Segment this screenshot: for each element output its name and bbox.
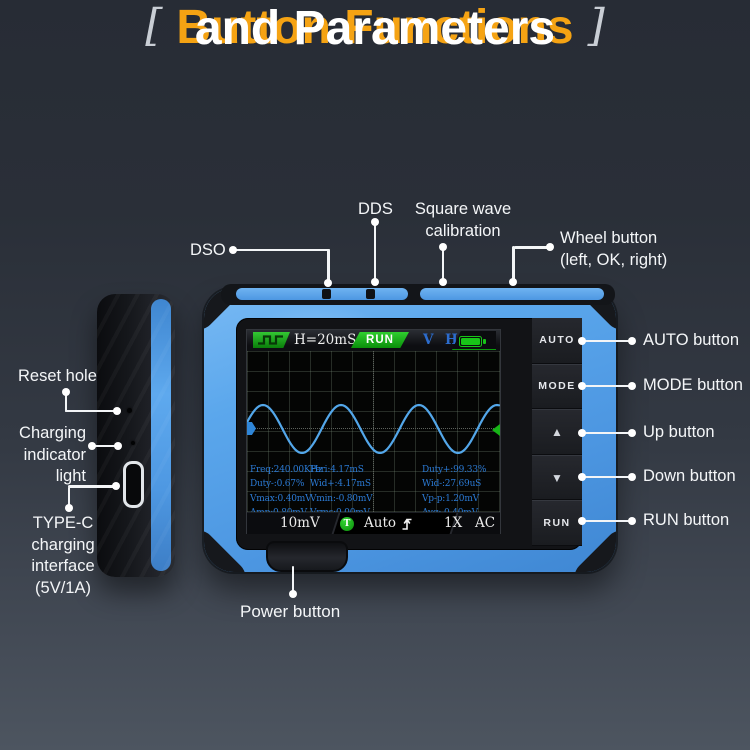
callout-dot [628, 382, 636, 390]
cursor-v-indicator: V [423, 332, 434, 348]
oscilloscope-screen: H=20mS RUN V H Freq:240.00KHz Duty-:0.67… [247, 330, 500, 534]
callout-line [233, 248, 330, 251]
callout-line [291, 566, 294, 594]
callout-dot [114, 442, 122, 450]
device-side-blue-edge [151, 299, 171, 571]
grid-center-vertical [373, 351, 374, 512]
callout-dot [371, 218, 379, 226]
title-bracket-right: ] [587, 0, 605, 51]
callout-dot [628, 517, 636, 525]
callout-dot [324, 279, 332, 287]
callout-line [584, 475, 631, 478]
top-slot-cal-wheel [420, 288, 604, 300]
callout-dot [112, 482, 120, 490]
page-subtitle: and Parameters [194, 2, 556, 55]
charging-indicator-led [131, 441, 135, 445]
callout-line [584, 384, 631, 387]
battery-icon [452, 331, 496, 350]
grid-center-horizontal [247, 428, 500, 429]
callout-power-button: Power button [240, 602, 341, 621]
dso-port [322, 289, 331, 299]
run-status-badge: RUN [351, 332, 409, 348]
callout-line [584, 519, 631, 522]
measurements-column-1: Freq:240.00KHz Duty-:0.67% Vmax:0.40mV A… [250, 465, 323, 512]
callout-dot [509, 278, 517, 286]
cursor-h-indicator: H [445, 332, 458, 348]
reset-hole [127, 408, 132, 413]
measurements-column-2: Peri:4.17mS Wid+:4.17mS Vmin:-0.80mV Vrm… [310, 465, 373, 512]
device-button-column: AUTO MODE ▲ ▼ RUN [532, 318, 582, 546]
callout-dot [289, 590, 297, 598]
callout-line [64, 409, 118, 412]
callout-line [67, 487, 70, 507]
callout-dot [88, 442, 96, 450]
coupling-readout: AC [475, 515, 496, 531]
callout-down-button: Down button [643, 467, 736, 485]
callout-auto-button: AUTO button [643, 331, 739, 349]
callout-dot [439, 278, 447, 286]
callout-type-c: TYPE-C charging interface (5V/1A) [31, 514, 95, 597]
device-run-button: RUN [532, 500, 582, 546]
device-side-texture [97, 294, 175, 577]
callout-dds: DDS [358, 200, 393, 218]
callout-line [512, 246, 515, 284]
waveform-grid: Freq:240.00KHz Duty-:0.67% Vmax:0.40mV A… [247, 351, 500, 512]
callout-mode-button: MODE button [643, 376, 743, 394]
title-bracket-left: [ [145, 0, 163, 51]
callout-dot [578, 382, 586, 390]
rising-edge-trigger-icon [402, 518, 412, 530]
measurements-column-3: Duty+:99.33% Wid-:27.69uS Vp-p:1.20mV Av… [422, 465, 487, 512]
screen-bottom-bar: 10mV T Auto 1X AC [247, 512, 500, 534]
callout-wheel-button: Wheel button (left, OK, right) [560, 229, 668, 269]
callout-line [327, 248, 330, 285]
probe-readout: 1X [444, 515, 463, 531]
type-c-port [123, 461, 144, 508]
page-title: [ Button Functions ] [0, 0, 750, 56]
dds-port [366, 289, 375, 299]
callout-line [67, 485, 117, 488]
callout-dot [578, 337, 586, 345]
sine-waveform [247, 403, 500, 454]
trigger-level-marker-icon [492, 424, 500, 436]
callout-dot [628, 337, 636, 345]
callout-line [584, 339, 631, 342]
title-highlight: Button Functions [176, 1, 574, 54]
device-up-button: ▲ [532, 409, 582, 455]
callout-dot [439, 243, 447, 251]
callout-dot [578, 473, 586, 481]
callout-dso: DSO [190, 241, 226, 259]
callout-dot [371, 278, 379, 286]
device-down-button: ▼ [532, 454, 582, 501]
device-auto-button: AUTO [532, 318, 582, 364]
callout-line [584, 431, 631, 434]
trigger-position-marker-icon [247, 422, 256, 435]
callout-charging-indicator: Charging indicator light [19, 424, 86, 485]
callout-dot [113, 407, 121, 415]
callout-dot [229, 246, 237, 254]
callout-dot [62, 388, 70, 396]
callout-reset-hole: Reset hole [18, 367, 97, 385]
callout-up-button: Up button [643, 423, 715, 441]
callout-dot [578, 517, 586, 525]
trigger-t-icon: T [340, 516, 354, 531]
callout-line [64, 392, 67, 412]
screen-status-bar: H=20mS RUN V H [247, 330, 500, 352]
trigger-mode-readout: Auto [364, 515, 396, 531]
volts-div-readout: 10mV [280, 515, 320, 531]
callout-line [514, 246, 550, 249]
callout-line [441, 247, 444, 283]
callout-dot [65, 504, 73, 512]
callout-run-button: RUN button [643, 511, 730, 529]
callout-dot [628, 473, 636, 481]
callout-dot [546, 243, 554, 251]
callout-dot [578, 429, 586, 437]
device-mode-button: MODE [532, 363, 582, 410]
timebase-readout: H=20mS [294, 332, 357, 348]
callout-line [373, 222, 376, 283]
callout-square-wave-calibration: Square wave calibration [414, 200, 512, 240]
callout-line [94, 444, 118, 447]
callout-dot [628, 429, 636, 437]
square-wave-icon [253, 332, 290, 348]
power-button [266, 541, 348, 572]
